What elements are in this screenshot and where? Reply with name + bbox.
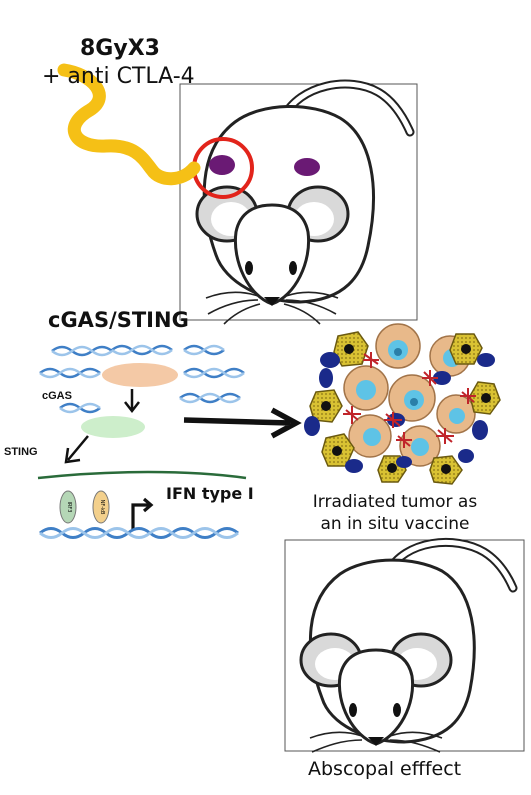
cytosolic-dna-group — [39, 344, 245, 414]
tumor-caption: Irradiated tumor as an in situ vaccine — [312, 492, 478, 534]
immune-cell — [319, 368, 333, 388]
tumor-cell — [436, 394, 476, 434]
immune-cell — [320, 352, 340, 368]
transcription-start-arrow — [131, 497, 154, 530]
cgas-to-sting-arrow — [124, 389, 140, 414]
immune-cell — [477, 353, 495, 367]
treated-mouse-frame — [179, 83, 418, 321]
mouse-eye-left — [349, 703, 357, 717]
abscopal-mouse — [284, 537, 525, 753]
pathway-title: cGAS/STING — [48, 308, 189, 332]
transcription-factor-nfkb: NF-kB — [92, 490, 110, 524]
immune-cell — [396, 456, 412, 468]
dendritic-cell — [309, 389, 343, 423]
mouse-head — [337, 648, 415, 746]
mouse-nose — [368, 737, 384, 746]
immune-cell — [472, 420, 488, 440]
mouse-whiskers — [309, 731, 443, 753]
ifn-label: IFN type I — [166, 484, 254, 503]
pathway-to-tumor-arrow — [183, 407, 302, 439]
t-cell-spikes — [343, 352, 476, 448]
cgas-label: cGAS — [42, 390, 72, 402]
dna-strand — [39, 367, 101, 379]
tumor-cell — [343, 365, 389, 411]
mouse-eye-right — [289, 261, 297, 275]
tumor-cell — [399, 425, 441, 467]
nuclear-membrane — [37, 470, 247, 480]
drug-label: + anti CTLA-4 — [42, 64, 195, 89]
mouse-head — [233, 203, 311, 306]
dna-strand — [59, 402, 101, 414]
treated-mouse — [179, 79, 418, 325]
mouse-eye-left — [245, 261, 253, 275]
tumor-cluster — [304, 323, 501, 485]
sting-label: STING — [4, 446, 38, 458]
cgas-enzyme — [102, 363, 178, 387]
dna-strand — [183, 367, 245, 379]
abscopal-label: Abscopal efffect — [308, 758, 462, 780]
dendritic-cell — [333, 331, 369, 367]
tf-1-label: IRF3 — [66, 501, 72, 512]
dendritic-cell — [429, 455, 463, 485]
sting-protein — [81, 416, 145, 438]
dna-strand — [179, 392, 241, 404]
distant-tumor-spot — [294, 158, 320, 176]
abscopal-mouse-frame — [284, 539, 525, 752]
dose-label: 8GyX3 — [80, 36, 160, 61]
dna-strand — [51, 345, 113, 357]
immune-cell — [458, 449, 474, 463]
immune-cell — [433, 371, 451, 385]
radiation-beam — [57, 63, 201, 186]
immune-cell — [304, 416, 320, 436]
transcription-factor-irf3: IRF3 — [59, 490, 77, 524]
dna-strand — [111, 344, 173, 356]
mouse-whiskers — [205, 291, 339, 325]
dendritic-cell — [469, 381, 501, 415]
mouse-eye-right — [393, 703, 401, 717]
dna-strand — [183, 344, 225, 356]
mouse-nose — [264, 297, 280, 306]
immune-cell — [345, 459, 363, 473]
sting-to-nucleus-arrow — [64, 435, 89, 464]
tumor-cell — [348, 414, 392, 458]
irradiated-tumor-spot — [209, 155, 235, 175]
tumor-cell — [388, 374, 436, 422]
genomic-dna — [39, 527, 239, 539]
tf-2-label: NF-kB — [99, 500, 105, 515]
dendritic-cell — [449, 333, 483, 365]
tumor-cell — [375, 323, 421, 369]
